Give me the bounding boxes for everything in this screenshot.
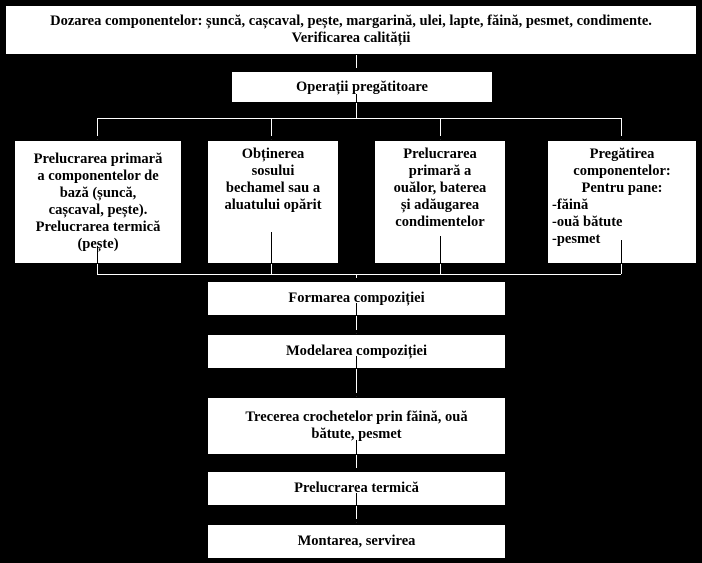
node-prelucrarea-primara-oua-label: Prelucrarea primară a ouălor, baterea și… — [393, 146, 487, 230]
connector-trecerea-to-prelucrarea — [356, 455, 357, 472]
node-obtinerea-sosului: Obținerea sosului bechamel sau a aluatul… — [207, 140, 339, 264]
connector-stub-modelarea — [356, 356, 357, 369]
connector-bus-to-col2 — [271, 118, 272, 140]
arrowhead-operatii — [353, 68, 359, 73]
connector-bus-to-col3 — [440, 118, 441, 140]
arrowhead-col2 — [268, 136, 274, 141]
arrowhead-modelarea — [353, 330, 359, 335]
connector-merge-bus — [97, 274, 621, 275]
arrowhead-trecerea — [353, 393, 359, 398]
node-operatii-label: Operații pregătitoare — [296, 78, 428, 95]
connector-col1-down — [97, 264, 98, 274]
connector-col2-down — [271, 264, 272, 274]
arrowhead-prelucrarea-termica — [353, 468, 359, 473]
arrowhead-formarea — [353, 278, 359, 283]
node-prelucrarea-primara-baza: Prelucrarea primară a componentelor de b… — [14, 140, 182, 264]
connector-formarea-to-modelarea — [356, 316, 357, 334]
node-modelarea-compozitiei-label: Modelarea compoziției — [285, 343, 428, 360]
connector-distribution-bus — [97, 118, 621, 119]
node-operatii-pregatitoare: Operații pregătitoare — [231, 71, 493, 103]
connector-stub-col3 — [440, 236, 441, 264]
connector-prelucrarea-to-montarea — [356, 506, 357, 523]
connector-stub-trecerea — [356, 440, 357, 455]
node-prelucrarea-termica-label: Prelucrarea termică — [294, 480, 419, 497]
node-prelucrarea-primara-baza-label: Prelucrarea primară a componentelor de b… — [33, 151, 163, 252]
node-dozarea-componentelor: Dozarea componentelor: șuncă, cașcaval, … — [5, 5, 697, 55]
connector-stub-formarea — [356, 303, 357, 316]
connector-dozarea-to-operatii — [356, 55, 357, 72]
arrowhead-col1 — [94, 136, 100, 141]
node-trecerea-crochetelor-label: Trecerea crochetelor prin făină, ouă băt… — [245, 409, 468, 442]
connector-bus-to-col4 — [621, 118, 622, 140]
node-montarea-servirea-label: Montarea, servirea — [297, 533, 416, 550]
arrowhead-montarea — [353, 519, 359, 524]
connector-col3-down — [440, 264, 441, 274]
connector-stub-col2 — [271, 232, 272, 264]
node-pregatirea-componentelor-items: -făină -ouă bătute -pesmet — [552, 196, 623, 247]
node-obtinerea-sosului-label: Obținerea sosului bechamel sau a aluatul… — [224, 146, 322, 213]
connector-stub-operatii — [356, 94, 357, 103]
connector-modelarea-to-trecerea — [356, 369, 357, 397]
node-pregatirea-componentelor-heading: Pregătirea componentelor: Pentru pane: — [573, 146, 671, 196]
node-pregatirea-componentelor: Pregătirea componentelor: Pentru pane: -… — [547, 140, 697, 264]
connector-stub-col1 — [97, 246, 98, 264]
node-montarea-servirea: Montarea, servirea — [207, 524, 506, 559]
node-dozarea-label: Dozarea componentelor: șuncă, cașcaval, … — [50, 13, 652, 46]
connector-stub-col4 — [621, 240, 622, 264]
connector-operatii-down — [356, 103, 357, 118]
connector-stub-prelucrarea-termica — [356, 493, 357, 506]
arrowhead-col4 — [618, 136, 624, 141]
connector-col4-down — [621, 264, 622, 274]
arrowhead-col3 — [437, 136, 443, 141]
node-formarea-compozitiei-label: Formarea compoziției — [288, 290, 425, 307]
connector-bus-to-col1 — [97, 118, 98, 140]
